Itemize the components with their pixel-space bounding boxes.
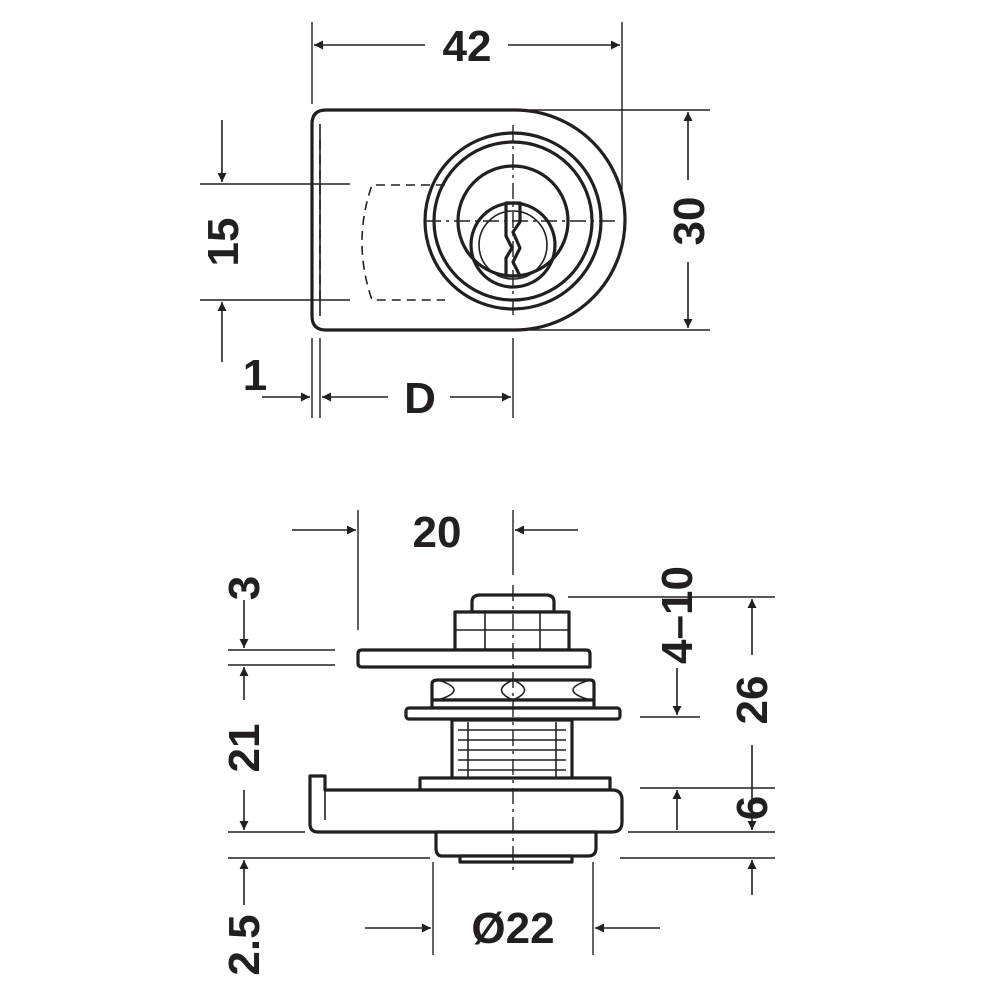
keyway-slot-icon	[504, 201, 522, 278]
dim-3-label: 3	[220, 576, 269, 600]
side-view: 20 3 21 2.5 4–10 26 6 Ø22	[220, 508, 777, 976]
cam-plate	[356, 648, 592, 669]
lower-collar	[418, 776, 612, 792]
clamp-housing	[308, 774, 624, 834]
bottom-flange	[434, 830, 598, 858]
dim-20-label: 20	[413, 508, 462, 557]
thread-lines	[458, 722, 566, 780]
dim-15-label: 15	[199, 218, 248, 267]
dim-26-label: 26	[728, 676, 777, 725]
hidden-recess	[361, 184, 445, 301]
dim-6-label: 6	[728, 796, 777, 820]
dim-30-label: 30	[665, 197, 714, 246]
lock-housing-outline	[310, 108, 627, 332]
hex-nut-facets	[437, 679, 591, 701]
dim-25-label: 2.5	[220, 914, 269, 975]
dim-42-label: 42	[443, 22, 492, 71]
dim-D-label: D	[404, 374, 436, 423]
dim-d22-label: Ø22	[471, 904, 554, 953]
top-view: 42 30 15 1 D	[199, 22, 714, 423]
cam-screw-head	[470, 593, 556, 614]
cam-screw-washer	[453, 610, 571, 652]
dim-1-label: 1	[243, 351, 267, 400]
bottom-flange-lip	[458, 854, 574, 864]
dim-4-10-label: 4–10	[653, 566, 702, 664]
dim-21-label: 21	[220, 724, 269, 773]
